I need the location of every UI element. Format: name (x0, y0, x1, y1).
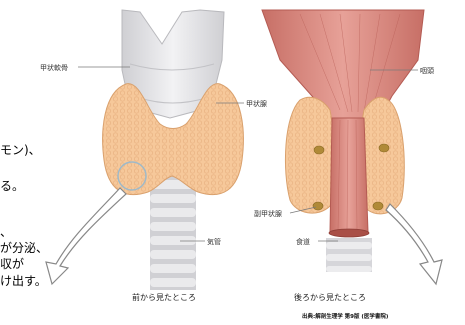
label-trachea: 気管 (207, 237, 221, 246)
back-view: 咽頭 副甲状腺 食道 後ろから見たところ (254, 10, 442, 302)
source-citation: 出典:解剖生理学 第9版 (医学書院) (302, 312, 389, 320)
caption-back: 後ろから見たところ (294, 292, 366, 302)
label-thyroid-gland: 甲状腺 (246, 99, 267, 108)
caption-front: 前から見たところ (132, 292, 196, 302)
parathyroid-upper-left (314, 146, 324, 154)
parathyroid-lower-right (373, 202, 383, 210)
label-parathyroid: 副甲状腺 (254, 209, 282, 218)
front-view: 甲状軟骨 甲状腺 気管 前から見たところ (40, 10, 267, 302)
front-arrow-shape (46, 188, 126, 284)
parathyroid-upper-right (379, 144, 389, 152)
parathyroid-lower-left (313, 202, 323, 210)
back-arrow-shape (386, 204, 442, 284)
esophagus-shape (330, 118, 368, 232)
label-pharynx: 咽頭 (420, 67, 434, 75)
pharynx-shape (262, 10, 424, 124)
label-esophagus: 食道 (296, 237, 310, 246)
label-thyroid-cartilage: 甲状軟骨 (40, 63, 68, 72)
